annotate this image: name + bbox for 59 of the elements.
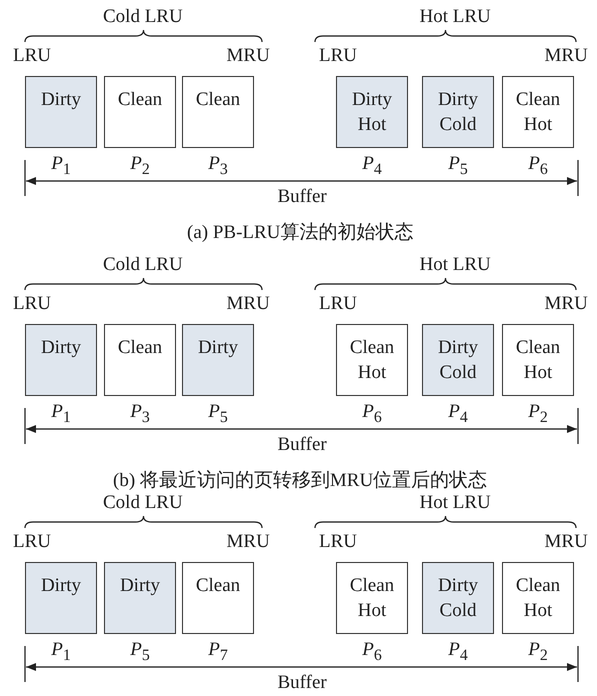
end-label: LRU: [13, 531, 51, 553]
page-box: Clean: [104, 76, 176, 148]
page-number-label: P$_{5}$: [207, 402, 229, 428]
end-label: MRU: [226, 45, 270, 67]
page-box: Clean Hot: [336, 324, 408, 396]
page-number-label: P$_{6}$: [361, 402, 383, 428]
page-number-label: P$_{1}$: [50, 640, 72, 666]
page-number-label: P$_{1}$: [50, 402, 72, 428]
page-box: Dirty Hot: [336, 76, 408, 148]
buffer-label: Buffer: [278, 672, 327, 694]
page-box: Dirty: [25, 76, 97, 148]
page-number-label: P$_{3}$: [207, 154, 229, 180]
page-number-label: P$_{6}$: [361, 640, 383, 666]
group-label: Cold LRU: [103, 492, 183, 514]
group-label: Hot LRU: [420, 492, 491, 514]
end-label: LRU: [319, 531, 357, 553]
end-label: MRU: [544, 293, 588, 315]
page-number-label: P$_{2}$: [527, 640, 549, 666]
page-number-label: P$_{4}$: [447, 402, 469, 428]
page-box: Dirty: [182, 324, 254, 396]
group-label: Cold LRU: [103, 6, 183, 28]
page-box: Clean: [182, 76, 254, 148]
page-number-label: P$_{7}$: [207, 640, 229, 666]
page-number-label: P$_{6}$: [527, 154, 549, 180]
figure-caption: (b) 将最近访问的页转移到MRU位置后的状态: [113, 470, 488, 492]
page-box: Dirty: [25, 562, 97, 634]
end-label: LRU: [13, 45, 51, 67]
page-box: Dirty: [104, 562, 176, 634]
end-label: LRU: [319, 45, 357, 67]
end-label: MRU: [226, 293, 270, 315]
end-label: LRU: [13, 293, 51, 315]
page-number-label: P$_{5}$: [447, 154, 469, 180]
page-box: Dirty Cold: [422, 324, 494, 396]
page-box: Dirty Cold: [422, 562, 494, 634]
page-box: Clean Hot: [336, 562, 408, 634]
page-box: Clean: [182, 562, 254, 634]
buffer-label: Buffer: [278, 434, 327, 456]
page-box: Clean Hot: [502, 562, 574, 634]
group-label: Hot LRU: [420, 254, 491, 276]
page-number-label: P$_{2}$: [527, 402, 549, 428]
figure-caption: (a) PB-LRU算法的初始状态: [187, 222, 414, 244]
page-box: Dirty Cold: [422, 76, 494, 148]
page-box: Clean Hot: [502, 76, 574, 148]
page-number-label: P$_{5}$: [129, 640, 151, 666]
end-label: LRU: [319, 293, 357, 315]
group-label: Cold LRU: [103, 254, 183, 276]
buffer-label: Buffer: [278, 186, 327, 208]
page-box: Clean Hot: [502, 324, 574, 396]
page-number-label: P$_{1}$: [50, 154, 72, 180]
end-label: MRU: [544, 45, 588, 67]
page-box: Clean: [104, 324, 176, 396]
end-label: MRU: [226, 531, 270, 553]
page-number-label: P$_{2}$: [129, 154, 151, 180]
page-box: Dirty: [25, 324, 97, 396]
end-label: MRU: [544, 531, 588, 553]
page-number-label: P$_{4}$: [447, 640, 469, 666]
page-number-label: P$_{3}$: [129, 402, 151, 428]
group-label: Hot LRU: [420, 6, 491, 28]
page-number-label: P$_{4}$: [361, 154, 383, 180]
